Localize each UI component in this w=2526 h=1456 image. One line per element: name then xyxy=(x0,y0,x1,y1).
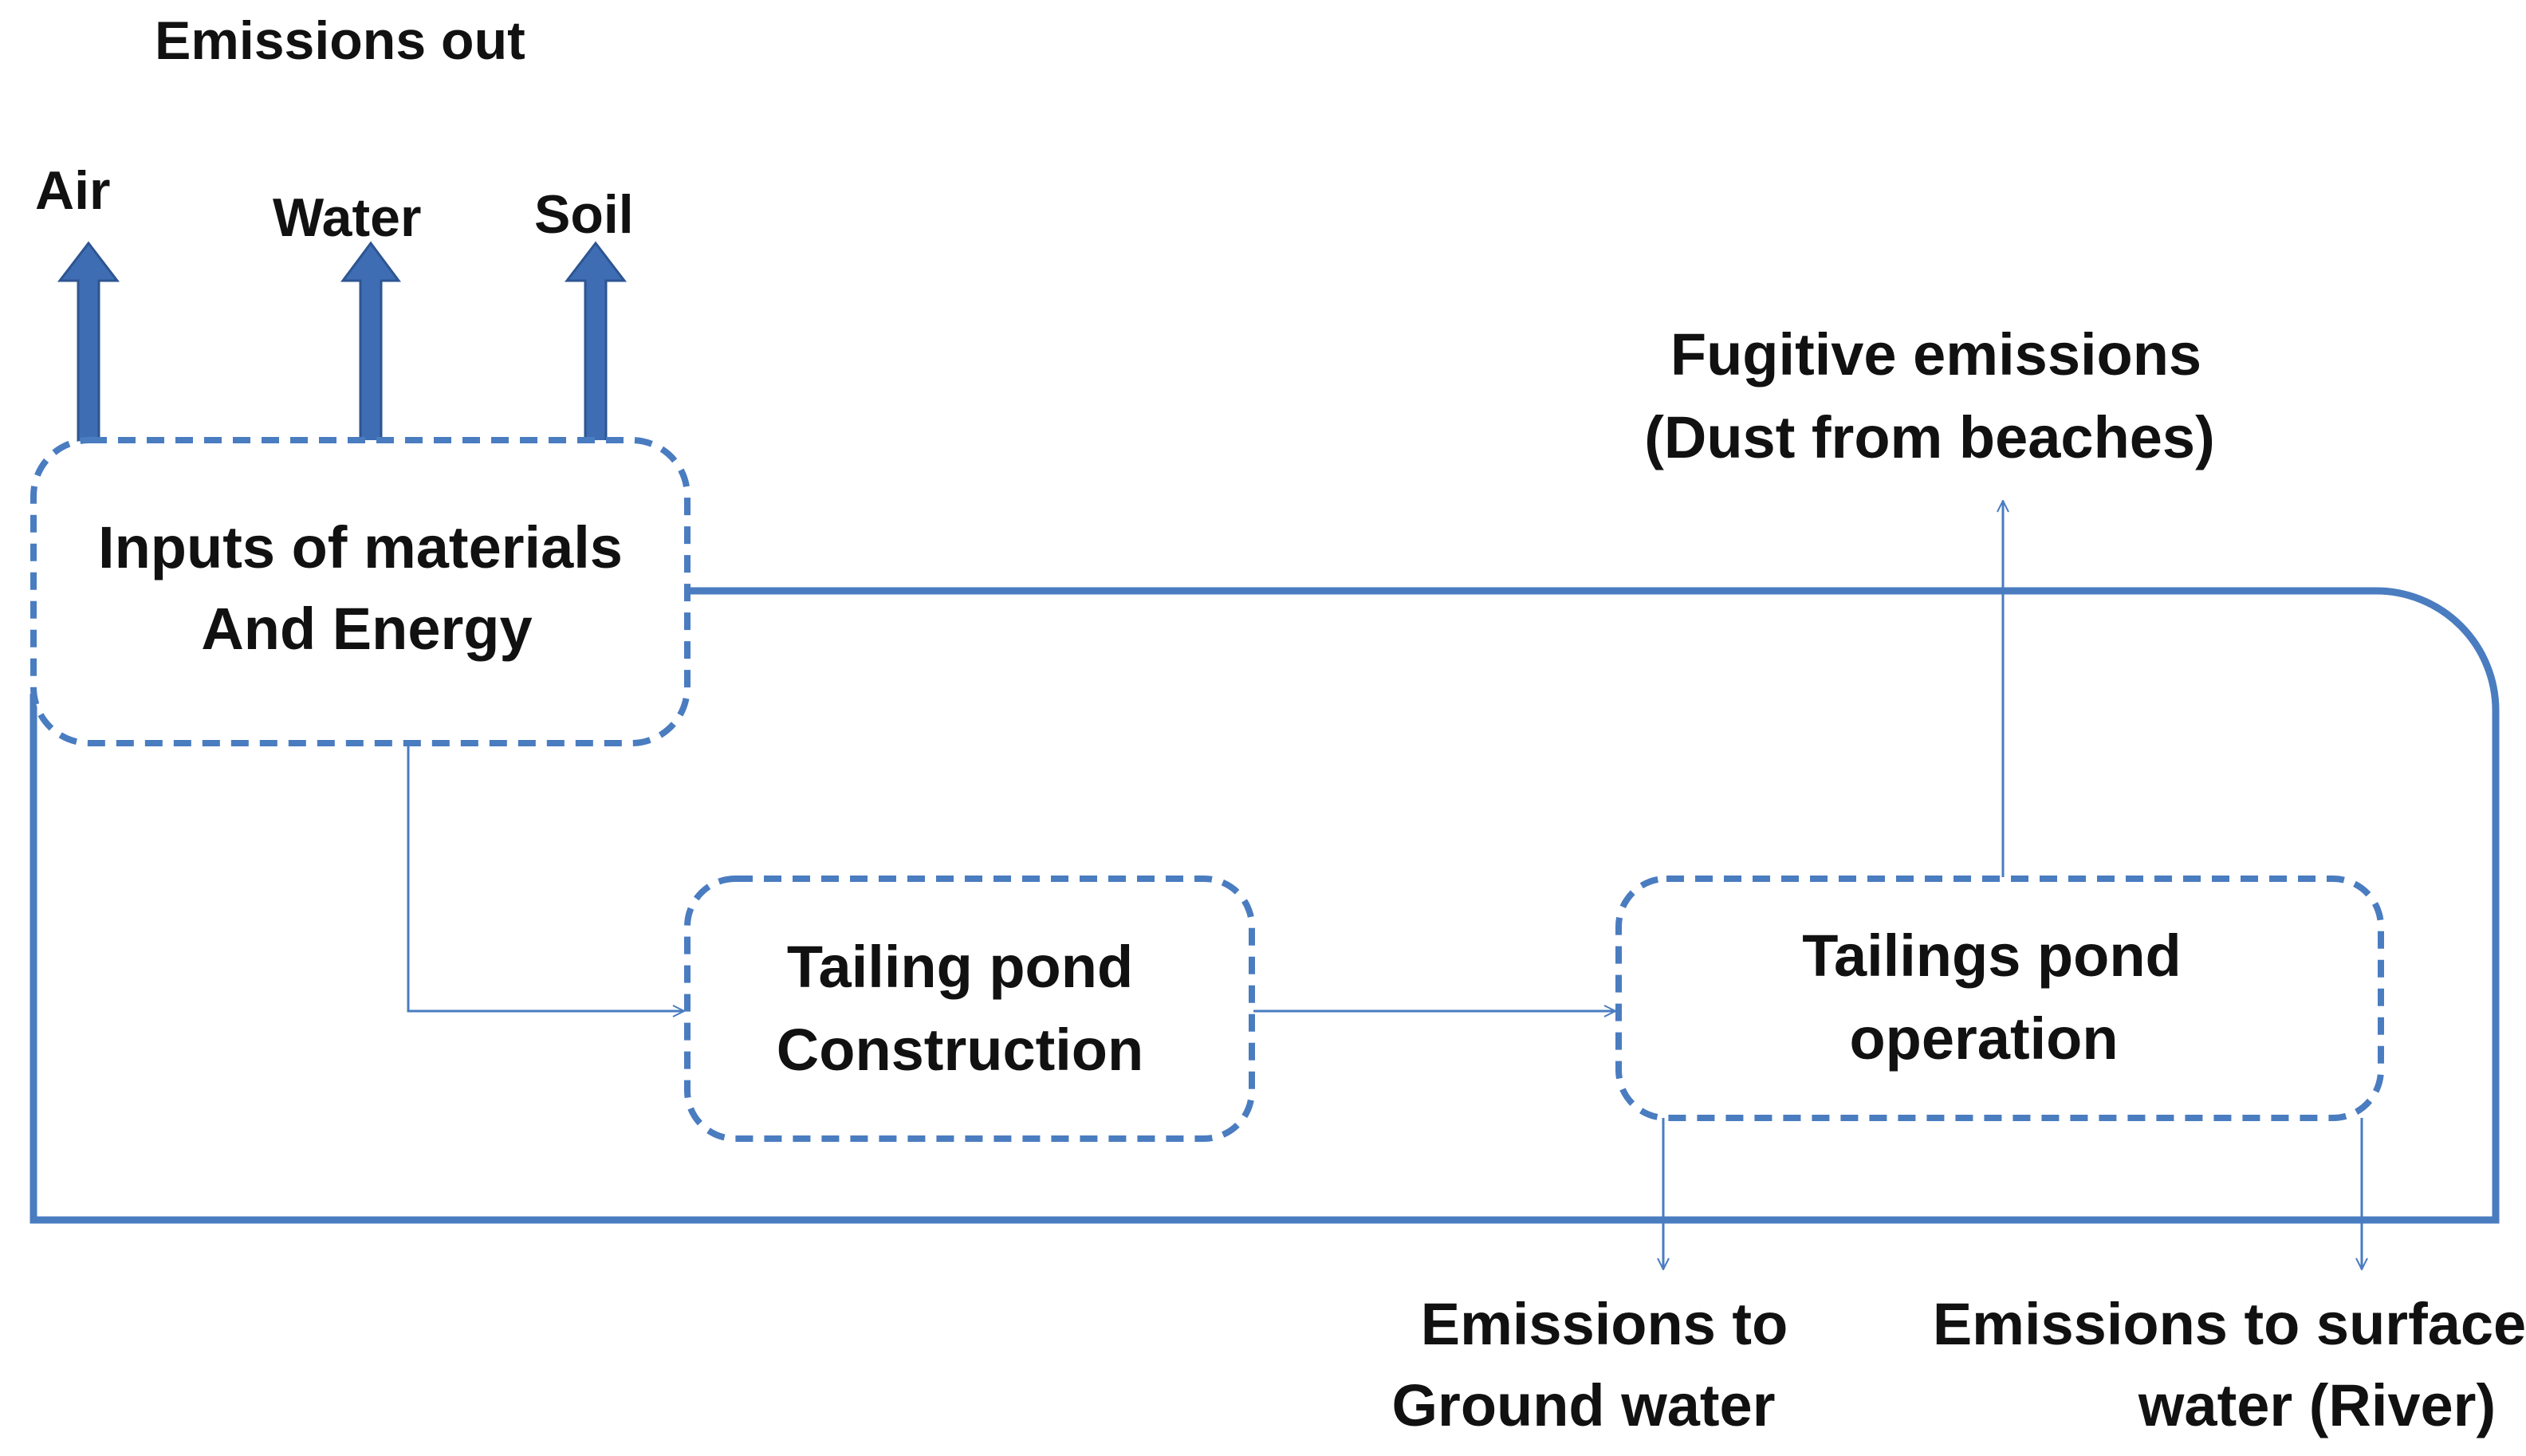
node-operation-line1: Tailings pond xyxy=(1802,923,2181,989)
surface-water-emissions-line1: Emissions to surface xyxy=(1933,1291,2526,1357)
ground-water-emissions-line1: Emissions to xyxy=(1421,1291,1788,1357)
node-inputs-line1: Inputs of materials xyxy=(98,514,623,580)
node-inputs: Inputs of materials And Energy xyxy=(30,437,691,746)
fugitive-emissions-line2: (Dust from beaches) xyxy=(1644,404,2214,470)
surface-water-emissions-line2: water (River) xyxy=(2138,1372,2496,1438)
output-label-soil: Soil xyxy=(534,184,634,245)
node-operation-line2: operation xyxy=(1849,1005,2118,1072)
node-inputs-line2: And Energy xyxy=(201,596,532,662)
node-operation: Tailings pond operation xyxy=(1615,876,2384,1121)
arrow-water-up xyxy=(340,241,401,444)
node-construction: Tailing pond Construction xyxy=(684,876,1255,1142)
output-label-water: Water xyxy=(273,187,421,248)
system-boundary xyxy=(30,587,2500,1224)
arrow-soil-up xyxy=(564,241,628,444)
connector-inputs-to-construction xyxy=(407,746,684,1011)
node-construction-line1: Tailing pond xyxy=(787,934,1133,1000)
fugitive-emissions-line1: Fugitive emissions xyxy=(1670,321,2201,388)
ground-water-emissions-line2: Ground water xyxy=(1391,1372,1775,1438)
diagram-title: Emissions out xyxy=(155,10,525,71)
node-construction-line2: Construction xyxy=(777,1017,1143,1083)
arrow-air-up xyxy=(57,241,120,444)
output-label-air: Air xyxy=(35,160,110,221)
